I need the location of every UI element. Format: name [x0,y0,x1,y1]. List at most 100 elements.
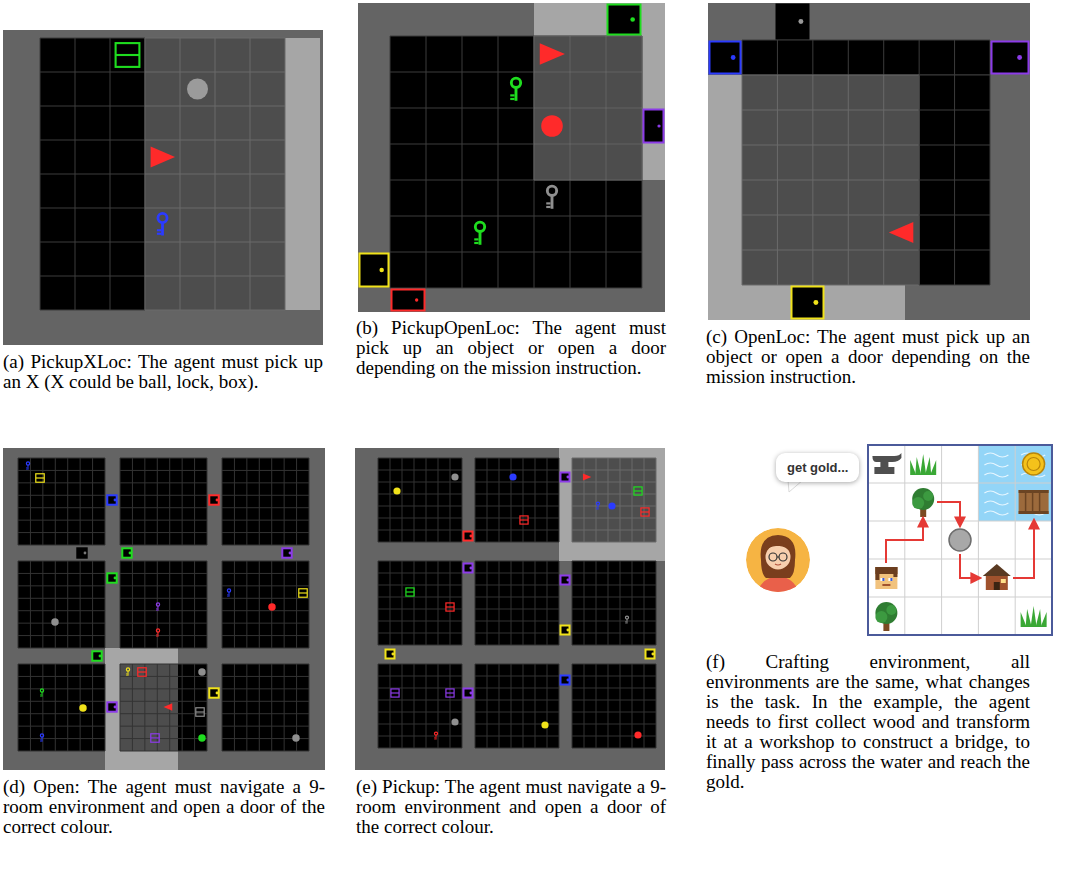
tile [222,458,309,545]
grid-line [116,54,140,56]
subfigure-caption: (a) PickupXLoc: The agent must pick up a… [3,352,323,392]
tile [107,702,116,711]
tile [156,608,157,610]
tile [157,229,161,231]
grid-line [475,688,559,689]
grid-line [475,621,559,622]
grid-line [572,458,573,542]
grid-line [426,36,427,288]
grid-line [207,458,208,545]
grid-line [534,36,642,37]
tile [105,648,178,770]
grid-line [919,180,990,181]
tile [40,740,41,742]
grid-line [475,609,559,610]
tile [157,632,159,637]
grid-line [777,556,779,557]
grid-line [475,506,559,507]
grid-line [120,520,207,521]
grid-line [120,623,207,624]
disc [158,213,167,222]
grid-line [462,36,463,288]
grid-line [378,518,462,519]
tile [378,458,462,542]
tile [92,651,101,660]
grid-line [120,458,121,545]
grid-line [18,688,105,689]
grid-line [222,751,309,752]
grid-line [742,180,919,181]
bubble-text: get gold... [787,460,848,475]
grid-line [18,482,105,483]
grid-line [919,215,990,216]
shape [756,576,800,612]
grid-line [742,215,919,216]
shape [984,501,1008,505]
grid-line [523,458,524,542]
tile [710,42,741,74]
grid-line [378,712,462,713]
tile [27,465,29,470]
tile [435,735,437,740]
tile [868,445,1052,635]
grid-line [475,676,559,677]
grid-line [378,506,462,507]
tile [26,468,27,470]
disc [1017,55,1022,60]
grid-line [18,751,105,752]
grid-line [390,458,391,542]
grid-line [848,40,849,75]
grid-line [207,561,208,648]
grid-line [222,561,223,648]
grid-line [641,511,649,512]
grid-line [487,458,488,542]
grid-line [572,573,656,574]
tile [510,98,514,100]
shape [775,564,781,565]
tile [479,231,482,245]
grid-line [534,36,535,288]
grid-line [18,561,19,648]
tile [875,567,879,580]
tile [644,110,664,143]
grid-line [92,561,93,648]
grid-line [644,664,645,748]
grid-line [632,664,633,748]
grid-line [559,561,560,645]
grid-line [36,477,44,478]
grid-line [475,530,559,531]
grid-line [378,458,379,542]
grid-line [378,700,462,701]
tile [868,445,1052,635]
grid-line [378,573,462,574]
grid-line [559,664,560,748]
grid-line [742,110,919,111]
shape [1036,609,1042,627]
grid-line [222,623,309,624]
tile [40,38,145,310]
grid-line [446,606,454,607]
grid-line [378,664,462,665]
grid-line [462,664,463,748]
grid-line [222,726,309,727]
grid-line [18,610,105,611]
grid-line [534,180,642,181]
grid-line [222,713,309,714]
tile [742,285,905,320]
disc [475,222,484,231]
disc [566,679,569,682]
tile [299,589,307,597]
grid-line [309,458,310,545]
tile [546,206,550,208]
grid-line [145,242,285,243]
tile [116,43,140,67]
grid-line [144,458,145,545]
grid-line [475,561,476,645]
grid-line [246,561,247,648]
grid-line [572,482,656,483]
tile [77,548,86,557]
grid-line [378,609,462,610]
grid-line [30,561,31,648]
grid-line [534,108,642,109]
tile [120,458,207,545]
